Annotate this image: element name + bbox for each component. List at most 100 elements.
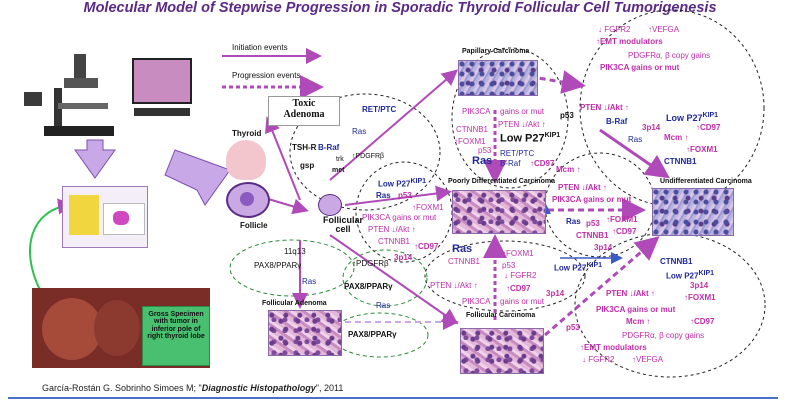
gene-gains-mut-2: gains or mut — [500, 297, 545, 306]
gene-ras-1: Ras — [352, 127, 367, 136]
gene-11q13: 11q13 — [284, 247, 306, 256]
keyboard-illustration — [134, 108, 190, 116]
gene-foxm1-3: ↑FOXM1 — [412, 203, 444, 212]
gene-pik3ca-gm-2: PIK3CA gains or mut — [362, 213, 437, 222]
microscope-illustration — [24, 48, 144, 140]
gene-ras-6: Ras — [452, 243, 473, 255]
gene-ctnnb1-5: CTNNB1 — [448, 257, 481, 266]
toxic-adenoma-box: Toxic Adenoma — [268, 96, 340, 126]
gene-ctnnb1-6: CTNNB1 — [660, 257, 693, 266]
gene-foxm1-5: ↑FOXM1 — [502, 249, 534, 258]
gene-pax8-3: PAX8/PPARγ — [348, 330, 397, 339]
gene-pik3ca-gm-3: PIK3CA gains or mut — [552, 195, 632, 204]
gene-mcm-3: Mcm ↑ — [626, 317, 651, 326]
gene-pten-6: PTEN ↓/Akt ↑ — [606, 289, 655, 298]
ellipse-papillary — [451, 47, 569, 189]
undiff-histology-image — [652, 188, 734, 236]
arrow-upper-to-undiff — [599, 128, 670, 179]
gene-cd97-4: ↑CD97 — [612, 227, 637, 236]
specimen-caption-box: Gross Specimen with tumor in inferior po… — [142, 306, 210, 366]
slide-panel — [62, 186, 148, 248]
gene-pax8-2: PAX8/PPARγ — [344, 282, 393, 291]
specimen-lobe-right — [94, 300, 140, 356]
gene-foxm1-6: ↑FOXM1 — [684, 293, 716, 302]
gene-ras-3: Ras — [628, 135, 643, 144]
arrow-to-follicular-carcinoma — [329, 234, 459, 325]
gene-3p14-1: 3p14 — [642, 123, 661, 132]
gene-low-p27-5: Low P27KIP1 — [666, 270, 715, 281]
gene-pten-3: PTEN ↓/Akt ↑ — [368, 225, 416, 234]
gene-pdgfrb-1: ↑PDGFRβ — [352, 153, 385, 160]
gene-fgfr2-1: ↓ FGFR2 — [598, 25, 631, 34]
gene-pten-5: PTEN ↓/Akt ↑ — [430, 281, 478, 290]
gene-braf-3: B-Raf — [606, 117, 628, 126]
arrow-to-toxic-adenoma — [265, 116, 301, 201]
citation: García-Rostán G. Sobrinho Simoes M; "Dia… — [42, 383, 344, 393]
gene-low-p27-1: Low P27KIP1 — [500, 132, 561, 145]
undiff-label: Undifferentiated Carcinoma — [660, 178, 752, 185]
gene-p53-4: p53 — [586, 219, 600, 228]
gene-ret-ptc: RET/PTC — [362, 105, 397, 114]
follicle-label: Follicle — [240, 221, 268, 230]
gene-ras-8: Ras — [376, 301, 391, 310]
follicle-lumen — [240, 192, 254, 206]
gene-3p14-3: 3p14 — [594, 243, 613, 252]
poorly-diff-histology-image — [452, 190, 546, 234]
gene-gains-mut-1: gains or mut — [500, 107, 545, 116]
ellipse-follicular-carcinoma — [424, 240, 586, 312]
gene-mcm-2: Mcm ↑ — [556, 165, 581, 174]
arrow-to-papillary — [329, 69, 459, 181]
specimen-lobe-left — [42, 298, 102, 360]
legend-progression-label: Progression events — [232, 71, 301, 80]
gene-pik3ca-gm-1: PIK3CA gains or mut — [600, 63, 680, 72]
ellipse-upper-right — [579, 9, 765, 207]
gene-p53-3: p53 — [398, 191, 412, 200]
follicular-adenoma-histology-image — [268, 310, 342, 356]
gene-ctnnb1-3: CTNNB1 — [378, 237, 411, 246]
gene-pax8-1: PAX8/PPARγ — [254, 261, 302, 270]
gene-3p14-5: 3p14 — [690, 281, 709, 290]
gene-pik3ca-gm-4: PIK3CA gains or mut — [596, 305, 676, 314]
gene-ctnnb1-1: CTNNB1 — [456, 125, 489, 134]
arrow-foll-carcinoma-to-undiff — [544, 236, 660, 337]
thyroid-gland-illustration — [226, 140, 266, 180]
footer-rule — [8, 397, 778, 399]
follicular-carcinoma-label: Follicular Carcinoma — [466, 312, 536, 319]
gene-cd97-3: ↑CD97 — [414, 242, 439, 251]
gene-ras-5: Ras — [566, 217, 581, 226]
gene-p53-6: p53 — [566, 323, 580, 332]
gene-p53-5: p53 — [502, 261, 516, 270]
follicular-cell-illustration — [318, 194, 342, 216]
microscope-to-thyroid-arrow — [164, 149, 231, 206]
gene-fgfr2-3: ↓ FGFR2 — [582, 355, 615, 364]
gene-cd97-2: ↑CD97 — [696, 123, 721, 132]
paraffin-block — [69, 195, 99, 235]
gene-trk: trk — [336, 156, 344, 163]
gene-foxm1-1: ↑FOXM1 — [454, 137, 486, 146]
gene-vefga-1: ↑VEFGA — [648, 25, 680, 34]
gene-pten-2: PTEN ↓/Akt ↑ — [580, 103, 629, 112]
gene-vefga-2: ↑VEFGA — [632, 355, 664, 364]
slide-to-microscope-arrow — [74, 139, 116, 179]
diagram-title: Molecular Model of Stepwise Progression … — [83, 0, 717, 16]
gene-mcm-1: Mcm ↑ — [664, 133, 689, 142]
gene-ras-2: Ras — [472, 155, 493, 167]
papillary-carcinoma-label: Papillary Carcinoma — [462, 48, 530, 55]
gene-tshr: TSH-R — [292, 143, 317, 152]
gene-pdgfrb-2: ↑PDGFRβ — [352, 259, 389, 268]
gene-ras-7: Ras — [302, 277, 317, 286]
gene-cd97-6: ↑CD97 — [690, 317, 715, 326]
gene-pdgfr-copy-2: PDGFRα, β copy gains — [622, 331, 705, 340]
gene-cd97-1: ↑CD97 — [530, 159, 555, 168]
gene-ctnnb1-2: CTNNB1 — [664, 157, 697, 166]
legend-initiation-label: Initiation events — [232, 43, 288, 52]
follicular-adenoma-label: Follicular Adenoma — [262, 300, 327, 307]
ellipse-ret-ptc — [289, 93, 441, 211]
follicle-illustration — [226, 182, 270, 218]
thyroid-label: Thyroid — [232, 129, 262, 138]
specimen-caption: Gross Specimen with tumor in inferior po… — [147, 311, 205, 341]
gene-met: met — [332, 167, 345, 174]
gene-emt-1: ↑EMT modulators — [596, 37, 663, 46]
gene-pten-4: PTEN ↓/Akt ↑ — [558, 183, 607, 192]
